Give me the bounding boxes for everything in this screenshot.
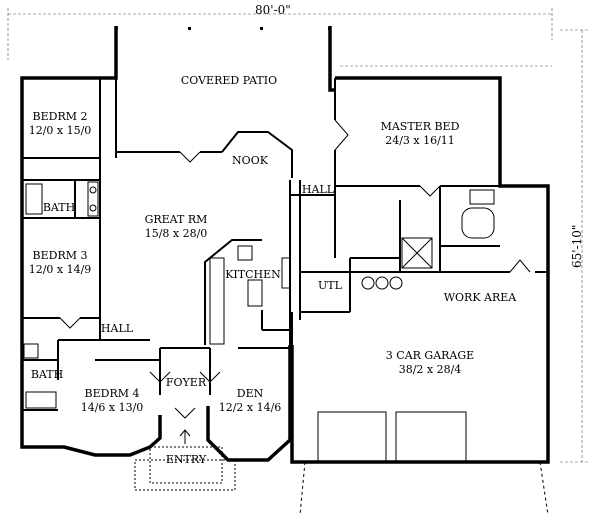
room-garage-size: 38/2 x 28/4 bbox=[398, 363, 462, 376]
room-nook: NOOK bbox=[232, 154, 268, 167]
room-bedrm4-size: 14/6 x 13/0 bbox=[80, 401, 144, 414]
room-hall-upper: HALL bbox=[301, 183, 335, 196]
room-den: DEN bbox=[236, 387, 264, 400]
depth-dimension: 65'-10" bbox=[570, 224, 584, 268]
room-garage: 3 CAR GARAGE bbox=[385, 349, 475, 362]
dimension-lines bbox=[7, 8, 590, 463]
room-bath-lower: BATH bbox=[30, 368, 64, 381]
room-great-rm: GREAT RM bbox=[144, 213, 208, 226]
patio-posts bbox=[115, 27, 331, 30]
room-master-bed: MASTER BED bbox=[380, 120, 460, 133]
doors bbox=[59, 119, 531, 419]
room-utl: UTL bbox=[318, 279, 342, 292]
room-bedrm3-size: 12/0 x 14/9 bbox=[28, 263, 92, 276]
room-bath-upper: BATH bbox=[42, 201, 76, 214]
room-kitchen: KITCHEN bbox=[225, 268, 281, 281]
interior-walls bbox=[22, 78, 548, 411]
width-dimension: 80'-0" bbox=[255, 3, 291, 17]
room-hall-lower: HALL bbox=[100, 322, 134, 335]
room-bedrm4: BEDRM 4 bbox=[84, 387, 140, 400]
entry-arrow bbox=[179, 429, 191, 444]
room-bedrm2-size: 12/0 x 15/0 bbox=[28, 124, 92, 137]
room-master-bed-size: 24/3 x 16/11 bbox=[385, 134, 455, 147]
room-work-area: WORK AREA bbox=[443, 291, 517, 304]
room-entry: ENTRY bbox=[165, 453, 207, 466]
room-foyer: FOYER bbox=[165, 376, 207, 389]
room-great-rm-size: 15/8 x 28/0 bbox=[144, 227, 208, 240]
room-bedrm2: BEDRM 2 bbox=[32, 110, 88, 123]
room-den-size: 12/2 x 14/6 bbox=[218, 401, 282, 414]
room-bedrm3: BEDRM 3 bbox=[32, 249, 88, 262]
fixtures bbox=[23, 181, 549, 516]
room-covered-patio: COVERED PATIO bbox=[180, 74, 278, 87]
